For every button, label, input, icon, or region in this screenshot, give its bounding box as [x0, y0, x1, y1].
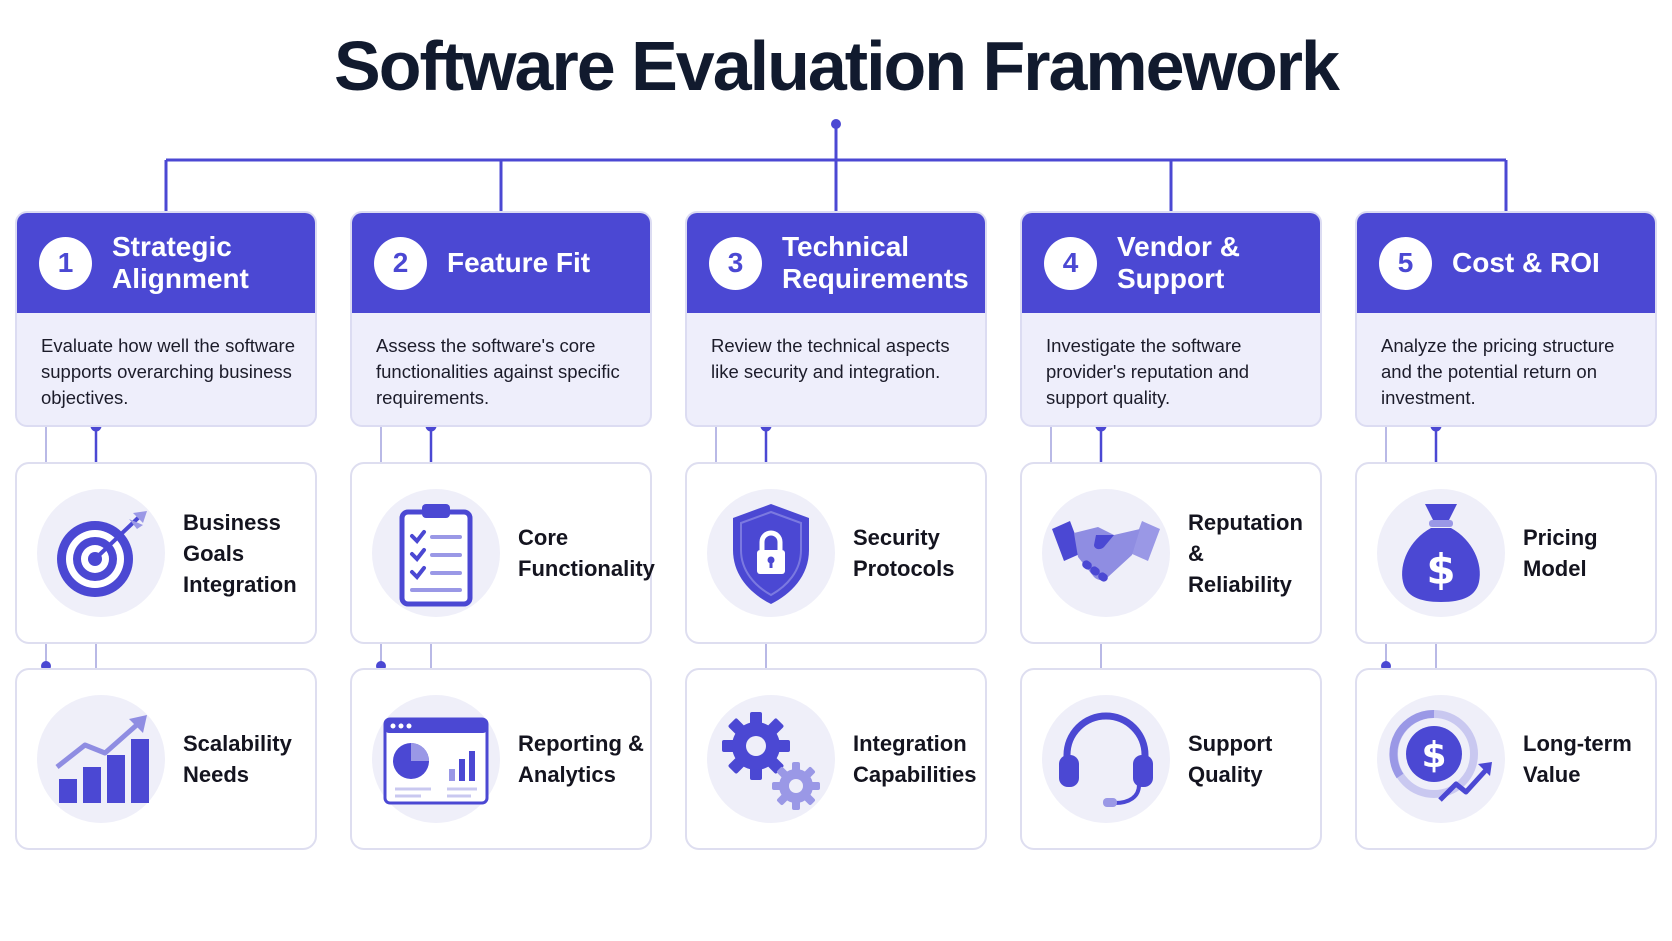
shield-lock-icon — [707, 489, 835, 617]
sub-item-label: Scalability Needs — [183, 731, 292, 787]
gears-icon — [707, 695, 835, 823]
category-number-badge: 1 — [39, 236, 92, 290]
sub-item-label: Reputation & Reliability — [1188, 509, 1303, 597]
sub-item-label: Core Functionality — [518, 525, 655, 581]
category-description: Assess the software's core functionaliti… — [376, 335, 620, 408]
category-header: 1 Strategic Alignment — [17, 213, 315, 313]
sub-card-scalability[interactable]: Scalability Needs — [15, 668, 317, 850]
category-description: Review the technical aspects like securi… — [711, 335, 950, 382]
sub-card-reputation-reliability[interactable]: Reputation & Reliability — [1020, 462, 1322, 644]
headset-icon — [1042, 695, 1170, 823]
svg-text:$: $ — [1426, 545, 1455, 594]
sub-item-label: Security Protocols — [853, 525, 955, 581]
category-number-badge: 5 — [1379, 236, 1432, 290]
category-number-badge: 3 — [709, 236, 762, 290]
sub-card-business-goals[interactable]: Business Goals Integration — [15, 462, 317, 644]
sub-item-label: Support Quality — [1188, 731, 1273, 787]
category-title: Strategic Alignment — [112, 231, 249, 294]
category-card[interactable]: 4 Vendor & Support Investigate the softw… — [1020, 211, 1322, 427]
category-card[interactable]: 3 Technical Requirements Review the tech… — [685, 211, 987, 427]
sub-card-reporting-analytics[interactable]: Reporting & Analytics — [350, 668, 652, 850]
category-header: 4 Vendor & Support — [1022, 213, 1320, 313]
sub-item-label: Integration Capabilities — [853, 731, 977, 787]
sub-item-label: Pricing Model — [1523, 525, 1598, 581]
category-card[interactable]: 2 Feature Fit Assess the software's core… — [350, 211, 652, 427]
dashboard-icon — [372, 695, 500, 823]
category-description: Evaluate how well the software supports … — [41, 335, 295, 408]
category-description: Analyze the pricing structure and the po… — [1381, 335, 1615, 408]
category-number-badge: 2 — [374, 236, 427, 290]
category-number-badge: 4 — [1044, 236, 1097, 290]
category-title: Feature Fit — [447, 247, 591, 278]
sub-item-label: Long-term Value — [1523, 731, 1632, 787]
category-header: 5 Cost & ROI — [1357, 213, 1655, 313]
handshake-icon — [1042, 489, 1170, 617]
sub-card-pricing-model[interactable]: $ Pricing Model — [1355, 462, 1657, 644]
category-card[interactable]: 1 Strategic Alignment Evaluate how well … — [15, 211, 317, 427]
sub-card-integration-capabilities[interactable]: Integration Capabilities — [685, 668, 987, 850]
growth-chart-icon — [37, 695, 165, 823]
category-header: 3 Technical Requirements — [687, 213, 985, 313]
sub-card-core-functionality[interactable]: Core Functionality — [350, 462, 655, 644]
category-title: Cost & ROI — [1452, 247, 1600, 278]
money-bag-icon: $ — [1377, 489, 1505, 617]
dollar-growth-icon: $ — [1377, 695, 1505, 823]
target-icon — [37, 489, 165, 617]
category-title: Vendor & Support — [1117, 231, 1240, 294]
sub-item-label: Business Goals Integration — [183, 509, 297, 597]
sub-card-support-quality[interactable]: Support Quality — [1020, 668, 1322, 850]
category-header: 2 Feature Fit — [352, 213, 650, 313]
category-description: Investigate the software provider's repu… — [1046, 335, 1250, 408]
category-title: Technical Requirements — [782, 231, 969, 294]
sub-item-label: Reporting & Analytics — [518, 731, 644, 787]
svg-text:$: $ — [1421, 735, 1446, 776]
category-card[interactable]: 5 Cost & ROI Analyze the pricing structu… — [1355, 211, 1657, 427]
sub-card-long-term-value[interactable]: $ Long-term Value — [1355, 668, 1657, 850]
page-title: Software Evaluation Framework — [334, 27, 1340, 105]
sub-card-security-protocols[interactable]: Security Protocols — [685, 462, 987, 644]
checklist-icon — [372, 489, 500, 617]
